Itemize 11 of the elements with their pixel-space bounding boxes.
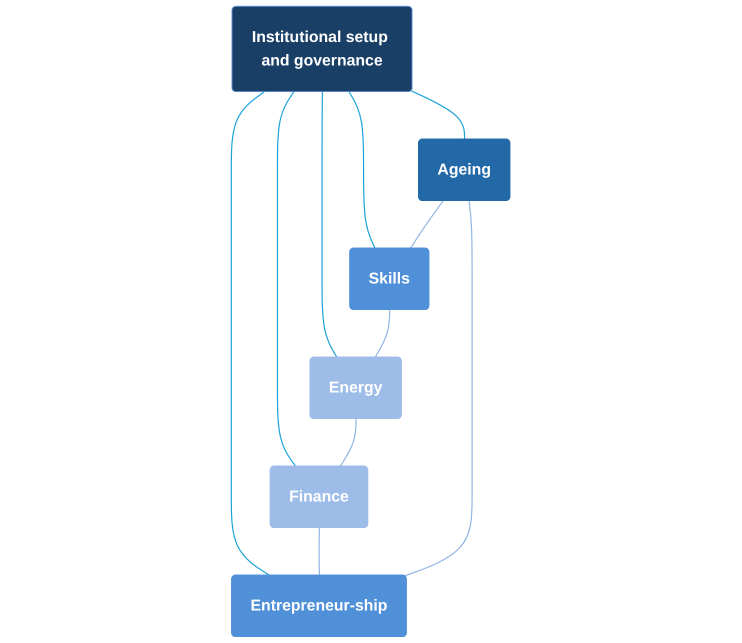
connector (404, 200, 474, 576)
connector (410, 200, 444, 249)
connector (374, 310, 391, 358)
diagram: Institutional setup and governance Ageing Skills Energy Finance Entrepreneur-ship (225, 0, 517, 643)
connector (277, 92, 297, 467)
connector (340, 419, 358, 467)
connector (318, 528, 320, 576)
connector (349, 92, 376, 249)
connector (231, 92, 271, 576)
connector (411, 90, 466, 140)
connector (322, 92, 338, 358)
